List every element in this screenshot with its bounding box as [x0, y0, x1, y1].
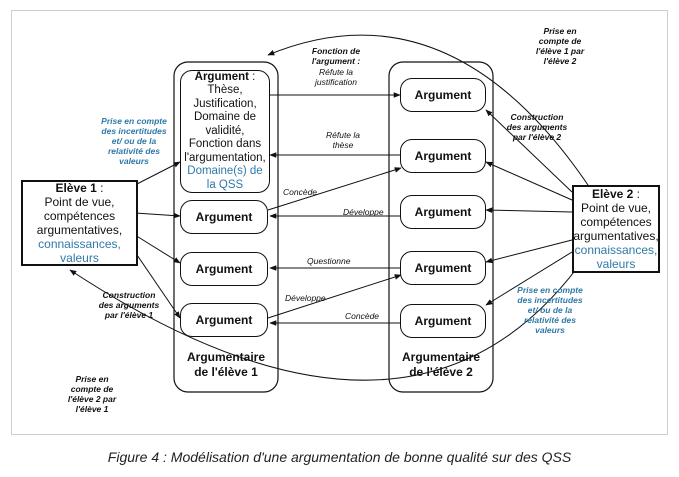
big-argument-line: Fonction dans — [188, 138, 262, 151]
big-argument-line: l'argumentation, — [184, 151, 266, 164]
student2-box: Elève 2 : Point de vue, compétences argu… — [572, 185, 660, 273]
argument-col2-3: Argument — [400, 195, 486, 229]
argument-col1-2: Argument — [180, 200, 268, 234]
column2-title: Argumentaire de l'élève 2 — [401, 350, 481, 379]
big-argument-blue-line: Domaine(s) de — [187, 165, 263, 178]
edge-s2-r4 — [485, 239, 573, 264]
label-fonction: Fonction de l'argument : — [311, 46, 361, 66]
argument-col2-1: Argument — [400, 78, 486, 112]
edge-s2-r1 — [485, 109, 573, 193]
argument-col1-3: Argument — [180, 252, 268, 286]
label-incertitudes-1: Prise en compte des incertitudes et/ ou … — [101, 116, 167, 166]
student2-blue-line: connaissances, — [574, 243, 658, 257]
big-argument-title: Argument — [194, 70, 249, 83]
figure-caption: Figure 4 : Modélisation d'une argumentat… — [107, 449, 572, 465]
label-construction-1: Construction des arguments par l'élève 1 — [98, 290, 160, 320]
student1-line: compétences — [43, 209, 116, 223]
arc-top — [267, 34, 591, 189]
edge-s2-r3 — [485, 207, 573, 213]
big-argument-line: Thèse, — [207, 84, 243, 97]
edge-s1-big — [134, 161, 181, 186]
big-argument-line: validité, — [205, 124, 245, 137]
label-prise-bottom: Prise en compte de l'élève 2 par l'élève… — [67, 374, 117, 414]
student1-blue-line: connaissances, — [38, 237, 121, 251]
student1-line: argumentatives, — [36, 223, 123, 237]
label-incertitudes-2: Prise en compte des incertitudes et/ ou … — [517, 285, 583, 335]
edge-s2-r5 — [485, 251, 573, 306]
student2-line: Point de vue, — [580, 201, 652, 215]
big-argument-line: Justification, — [193, 97, 257, 110]
student2-line: argumentatives, — [573, 229, 659, 243]
edge-s1-a4 — [134, 251, 181, 319]
label-refute-justification: Réfute la justification — [314, 67, 358, 87]
big-argument-box: Argument : Thèse, Justification, Domaine… — [180, 70, 270, 193]
column1-title: Argumentaire de l'élève 1 — [186, 350, 266, 379]
argument-col2-2: Argument — [400, 139, 486, 173]
student1-blue-line: valeurs — [60, 251, 99, 265]
student2-line: compétences — [580, 215, 652, 229]
argument-col2-4: Argument — [400, 251, 486, 285]
label-concede-2: Concède — [345, 311, 380, 321]
student1-line: Point de vue, — [44, 195, 115, 209]
big-argument-blue-line: la QSS — [206, 178, 244, 191]
label-refute-these: Réfute la thèse — [325, 130, 361, 150]
column-student1 — [173, 61, 279, 393]
arc-bottom — [69, 249, 591, 381]
student2-blue-line: valeurs — [596, 257, 636, 271]
edge-s2-r2 — [485, 161, 573, 201]
label-prise-top: Prise en compte de l'élève 1 par l'élève… — [535, 26, 585, 66]
student2-title: Elève 2 — [591, 187, 634, 201]
label-construction-2: Construction des arguments par l'élève 2 — [506, 112, 568, 142]
label-concede-1: Concède — [283, 187, 318, 197]
label-developpe-2: Développe — [285, 293, 326, 303]
argument-col1-4: Argument — [180, 303, 268, 337]
label-developpe-1: Développe — [343, 207, 384, 217]
figure-frame — [11, 10, 668, 435]
edge-a2-r2 — [267, 167, 402, 211]
big-argument-line: Domaine de — [193, 111, 256, 124]
edge-s1-a2 — [134, 212, 181, 219]
student1-title: Elève 1 — [55, 181, 97, 195]
column-student2 — [388, 61, 494, 393]
student1-box: Elève 1 : Point de vue, compétences argu… — [21, 180, 138, 266]
argument-col2-5: Argument — [400, 304, 486, 338]
edge-a4-r4 — [267, 274, 402, 319]
label-questionne: Questionne — [307, 256, 351, 266]
edge-s1-a3 — [134, 234, 181, 264]
